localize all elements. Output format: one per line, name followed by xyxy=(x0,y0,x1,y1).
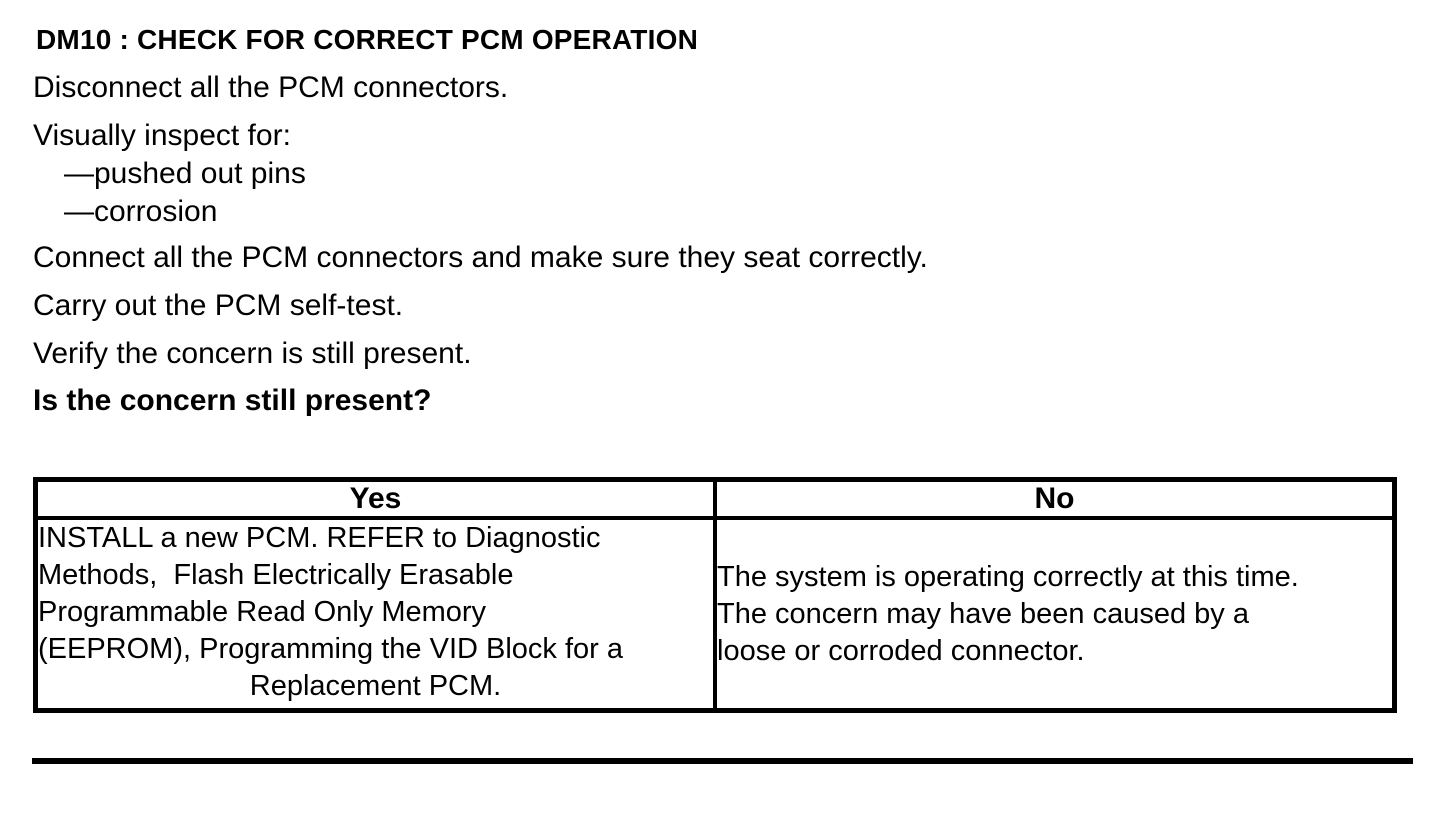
question-text: Is the concern still present? xyxy=(33,384,432,417)
no-cell: The system is operating correctly at thi… xyxy=(713,516,1397,713)
cell-line: Replacement PCM. xyxy=(249,670,502,702)
procedure-step: Disconnect all the PCM connectors. xyxy=(33,71,509,104)
cell-line: Methods, Flash Electrically Erasable xyxy=(38,559,514,591)
decision-table: Yes No INSTALL a new PCM. REFER to Diagn… xyxy=(33,477,1397,713)
cell-line: INSTALL a new PCM. REFER to Diagnostic xyxy=(38,522,601,554)
dash-list-item: —corrosion xyxy=(64,195,218,228)
cell-line: (EEPROM), Programming the VID Block for … xyxy=(38,633,623,665)
no-column-header: No xyxy=(713,477,1397,520)
yes-cell: INSTALL a new PCM. REFER to Diagnostic M… xyxy=(33,516,717,713)
cell-line: The concern may have been caused by a xyxy=(717,597,1249,630)
procedure-step: Visually inspect for: xyxy=(33,119,291,152)
yes-column-header: Yes xyxy=(33,477,717,520)
procedure-step: Connect all the PCM connectors and make … xyxy=(33,241,928,274)
cell-line: Programmable Read Only Memory xyxy=(38,596,487,628)
cell-line: loose or corroded connector. xyxy=(717,634,1085,667)
decision-table-body-row: INSTALL a new PCM. REFER to Diagnostic M… xyxy=(33,516,1397,713)
procedure-step: Carry out the PCM self-test. xyxy=(33,289,404,322)
horizontal-rule xyxy=(32,758,1413,764)
dash-list-item: —pushed out pins xyxy=(64,157,306,190)
cell-line: The system is operating correctly at thi… xyxy=(717,560,1299,593)
procedure-step: Verify the concern is still present. xyxy=(33,337,472,370)
page-title: DM10 : CHECK FOR CORRECT PCM OPERATION xyxy=(36,24,698,55)
decision-table-header-row: Yes No xyxy=(33,477,1397,520)
